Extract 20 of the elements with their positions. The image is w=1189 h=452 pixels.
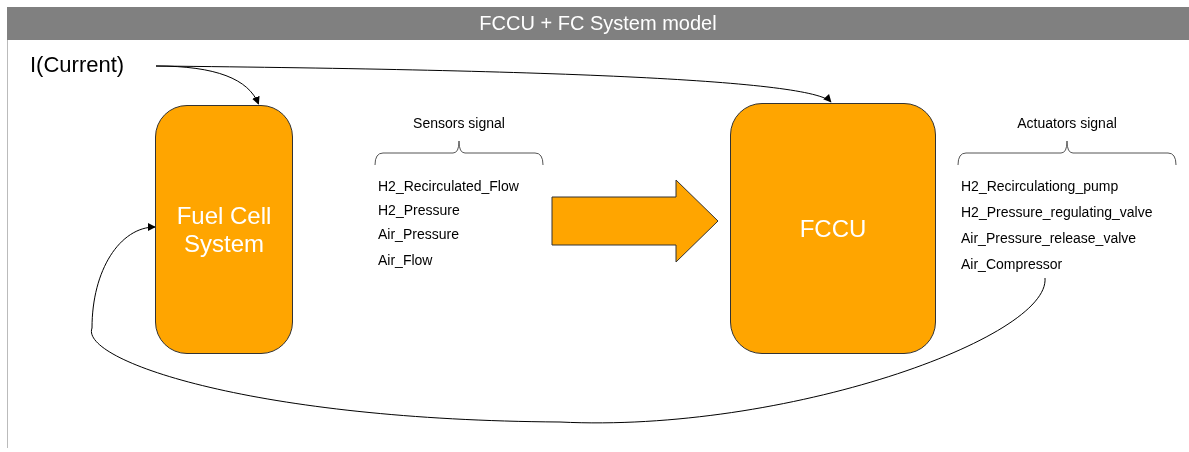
arrow	[155, 65, 259, 105]
signal-name: Air_Pressure	[378, 226, 459, 242]
block-arrow	[551, 179, 719, 263]
arrow	[155, 65, 832, 103]
group-heading: Sensors signal	[412, 115, 506, 131]
arrow	[91, 223, 1046, 424]
signal-name: Air_Compressor	[961, 256, 1063, 272]
signal-name: H2_Pressure_regulating_valve	[961, 204, 1153, 220]
input-label: I(Current)	[30, 52, 150, 82]
signal-name: H2_Recirculationg_pump	[961, 178, 1119, 194]
process-box	[155, 105, 293, 354]
signal-name: H2_Pressure	[378, 202, 460, 218]
box-label: Fuel Cell System	[175, 201, 273, 258]
signal-name: Air_Flow	[378, 252, 433, 268]
process-box	[730, 103, 936, 354]
title-bar: FCCU + FC System model	[7, 7, 1189, 40]
group-heading: Actuators signal	[1016, 115, 1118, 131]
signal-name: Air_Pressure_release_valve	[961, 230, 1137, 246]
signal-name: H2_Recirculated_Flow	[378, 178, 519, 194]
box-label: FCCU	[799, 214, 867, 243]
